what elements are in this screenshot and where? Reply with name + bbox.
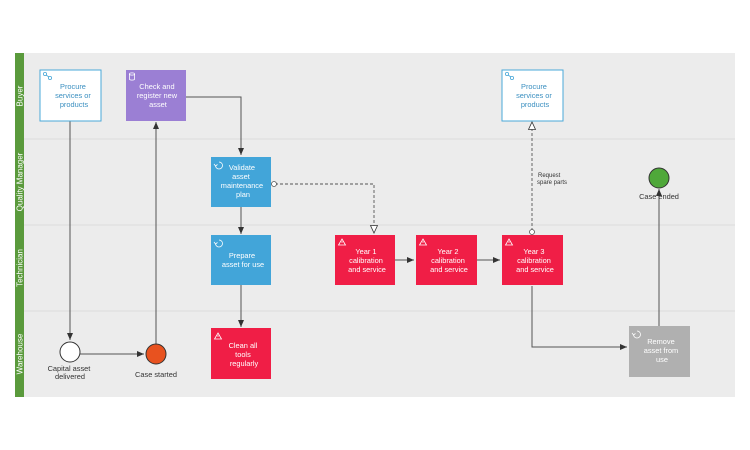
annotation-request-spare-parts: Request spare parts <box>537 173 567 186</box>
message-start-dot <box>271 181 277 187</box>
annotation-line: spare parts <box>537 180 567 186</box>
task-label: Prepare asset for use <box>222 251 264 269</box>
task-year1-calibration[interactable]: Year 1 calibration and service <box>335 235 395 285</box>
subprocess-icon <box>504 72 514 81</box>
warning-icon <box>504 238 514 246</box>
message-flows <box>275 121 537 234</box>
task-label: Check and register new asset <box>137 82 179 109</box>
lane-label-warehouse: Warehouse <box>16 333 25 374</box>
task-label: Procure services or products <box>516 82 554 109</box>
lane-technician: Technician <box>15 225 25 311</box>
annotation-line: Request <box>538 173 561 179</box>
task-procure-services-right[interactable]: Procure services or products <box>501 69 564 122</box>
event-label: Case ended <box>639 192 679 201</box>
event-label: Capital asset delivered <box>48 364 93 381</box>
lane-buyer: Buyer <box>15 53 25 139</box>
task-label: Remove asset from use <box>644 337 681 364</box>
task-year3-calibration[interactable]: Year 3 calibration and service <box>502 235 563 285</box>
lane-quality-manager: Quality Manager <box>15 139 25 225</box>
message-validate-to-year1[interactable] <box>275 183 379 234</box>
task-prepare-asset[interactable]: Prepare asset for use <box>211 235 271 285</box>
loop-icon <box>213 239 223 248</box>
lane-label-technician: Technician <box>16 249 25 287</box>
warning-icon <box>337 238 347 246</box>
event-label: Case started <box>135 370 177 379</box>
task-label: Year 1 calibration and service <box>348 247 386 274</box>
task-remove-asset[interactable]: Remove asset from use <box>629 326 690 377</box>
lane-label-buyer: Buyer <box>16 85 25 106</box>
loop-icon <box>213 161 223 170</box>
flow-year3-to-remove[interactable] <box>531 286 627 350</box>
subprocess-icon <box>43 72 53 81</box>
task-clean-tools[interactable]: Clean all tools regularly <box>211 328 271 379</box>
task-label: Year 3 calibration and service <box>516 247 554 274</box>
task-procure-services-left[interactable]: Procure services or products <box>39 69 102 122</box>
warning-icon <box>418 238 428 246</box>
task-label: Procure services or products <box>55 82 93 109</box>
task-label: Validate asset maintenance plan <box>221 163 265 199</box>
event-case-started[interactable]: Case started <box>135 343 177 379</box>
event-case-ended[interactable]: Case ended <box>639 167 679 201</box>
flow-check-to-validate[interactable] <box>186 96 244 155</box>
lane-warehouse: Warehouse <box>15 311 25 397</box>
warning-icon <box>213 332 223 340</box>
lane-label-quality-manager: Quality Manager <box>16 152 25 211</box>
loop-icon <box>631 330 641 339</box>
task-label: Year 2 calibration and service <box>430 247 468 274</box>
task-validate-asset-plan[interactable]: Validate asset maintenance plan <box>211 157 271 207</box>
event-capital-asset-delivered[interactable]: Capital asset delivered <box>48 341 93 381</box>
task-label: Clean all tools regularly <box>229 341 260 368</box>
database-icon <box>128 72 135 81</box>
task-year2-calibration[interactable]: Year 2 calibration and service <box>416 235 477 285</box>
message-start-dot <box>529 229 535 235</box>
connectors <box>67 96 662 357</box>
task-check-and-register[interactable]: Check and register new asset <box>126 70 186 121</box>
